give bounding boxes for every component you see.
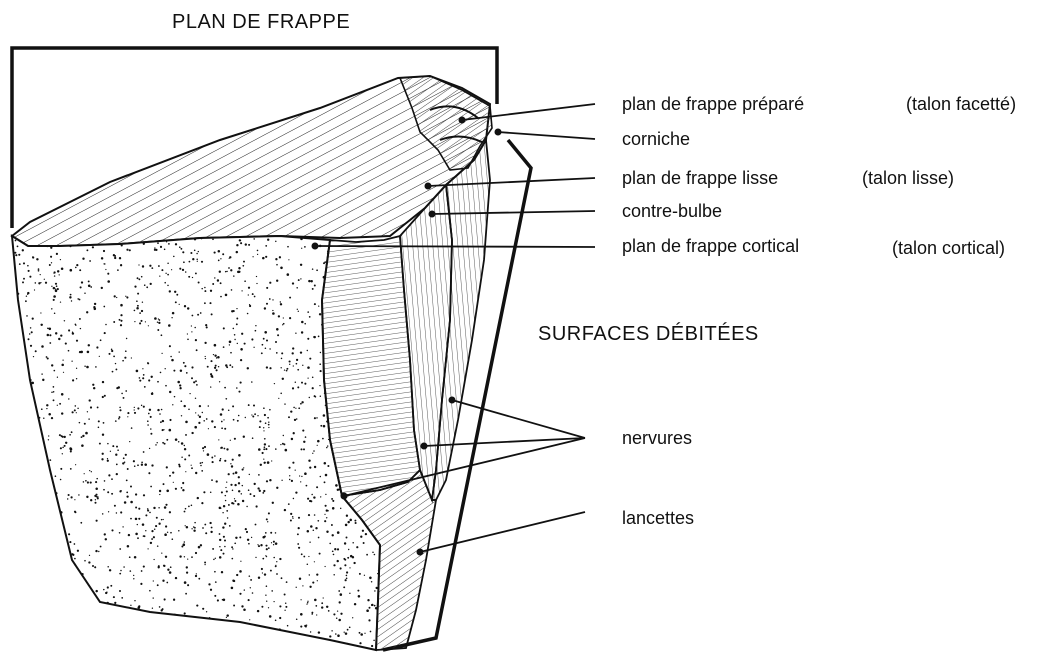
title-surfaces-debitees: SURFACES DÉBITÉES bbox=[538, 322, 759, 345]
label-plan-cortical: plan de frappe cortical bbox=[622, 236, 799, 256]
note-talon-cortical: (talon cortical) bbox=[892, 238, 1005, 258]
note-talon-lisse: (talon lisse) bbox=[862, 168, 954, 188]
label-plan-lisse: plan de frappe lisse bbox=[622, 168, 778, 188]
label-lancettes: lancettes bbox=[622, 508, 694, 528]
label-plan-prepare: plan de frappe préparé bbox=[622, 94, 804, 114]
title-plan-de-frappe: PLAN DE FRAPPE bbox=[172, 11, 350, 33]
note-talon-facette: (talon facetté) bbox=[906, 94, 1016, 114]
label-contre-bulbe: contre-bulbe bbox=[622, 201, 722, 221]
label-corniche: corniche bbox=[622, 129, 690, 149]
label-nervures: nervures bbox=[622, 428, 692, 448]
